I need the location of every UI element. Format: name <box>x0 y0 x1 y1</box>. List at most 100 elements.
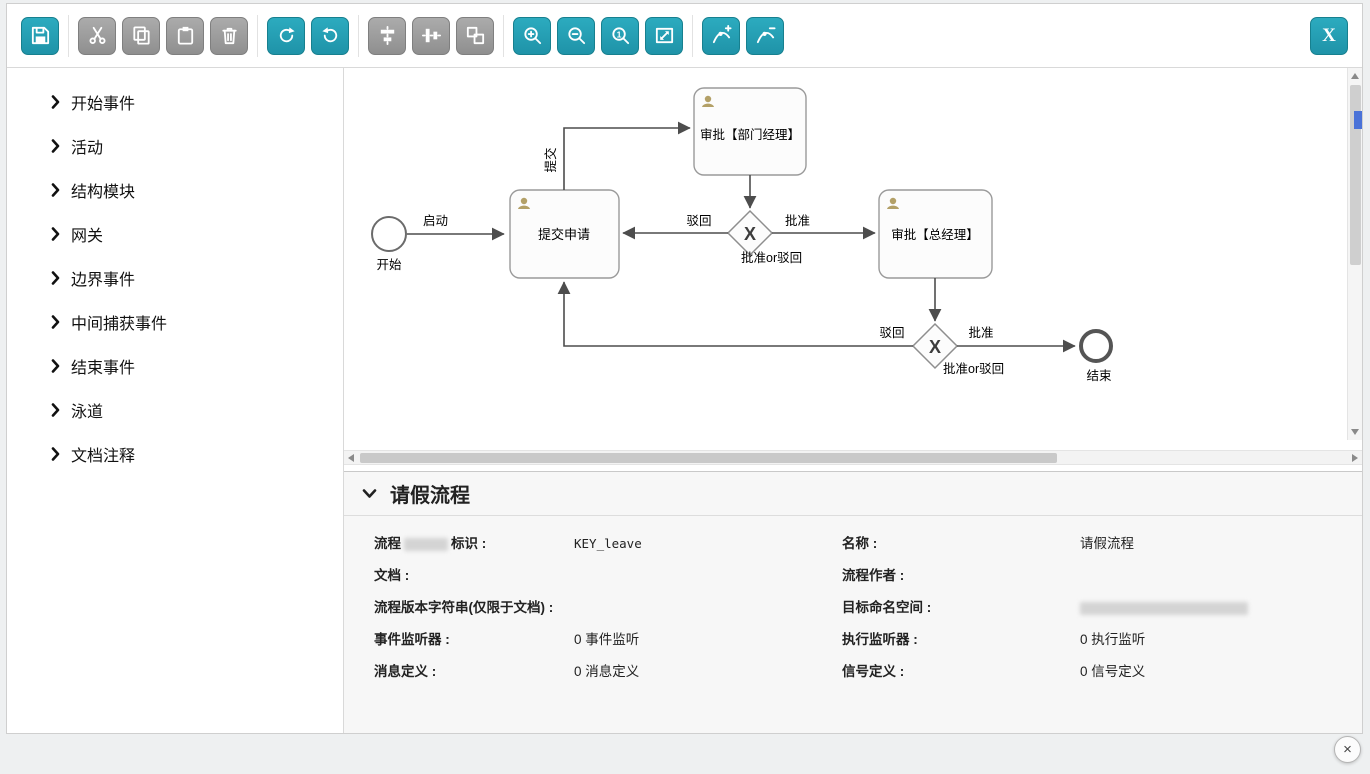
sidebar-item-structural[interactable]: 结构模块 <box>51 168 343 212</box>
undo-button[interactable] <box>311 16 349 55</box>
redacted-text <box>1080 601 1248 615</box>
vertical-scrollbar-thumb[interactable] <box>1350 85 1361 265</box>
sidebar-item-label: 边界事件 <box>71 272 136 289</box>
align-vertical-button[interactable] <box>368 16 406 55</box>
field-value[interactable] <box>1080 598 1248 617</box>
properties-column-left: 流程标识 : KEY_leave 文档 : 流程版本字符串(仅限于文档) : 事… <box>374 534 842 694</box>
toolbar-group-align <box>368 16 494 55</box>
field-label: 目标命名空间 : <box>842 600 932 615</box>
sidebar-item-intermediate-catching-events[interactable]: 中间捕获事件 <box>51 300 343 344</box>
same-size-icon <box>466 26 484 45</box>
zoom-out-icon <box>567 27 585 45</box>
sidebar-item-gateways[interactable]: 网关 <box>51 212 343 256</box>
align-vertical-icon <box>380 25 394 46</box>
flow-approve1[interactable]: 批准 <box>772 213 876 240</box>
field-value[interactable]: 0 信号定义 <box>1080 664 1146 679</box>
horizontal-scrollbar-thumb[interactable] <box>360 453 1057 463</box>
field-label: 文档 : <box>374 568 410 583</box>
toolbar-group-bendpoint <box>702 16 784 55</box>
paste-icon <box>177 26 193 45</box>
field-event-listeners: 事件监听器 : 0 事件监听 <box>374 630 842 649</box>
remove-bendpoint-button[interactable] <box>746 16 784 55</box>
field-label: 事件监听器 : <box>374 632 450 647</box>
toolbar-separator <box>257 14 258 57</box>
close-page-button[interactable]: × <box>1334 736 1361 763</box>
flow-launch[interactable]: 启动 <box>407 214 505 241</box>
undo-icon <box>321 27 337 43</box>
toolbar-group-history <box>267 16 349 55</box>
horizontal-scrollbar[interactable] <box>344 450 1362 465</box>
close-icon: × <box>1343 741 1352 758</box>
gateway1-label: 批准or驳回 <box>741 250 802 265</box>
field-value[interactable]: 0 事件监听 <box>574 632 640 647</box>
field-value[interactable]: KEY_leave <box>574 536 642 551</box>
scroll-down-icon[interactable] <box>1351 429 1359 435</box>
chevron-right-icon <box>51 183 60 197</box>
sidebar-item-annotation[interactable]: 文档注释 <box>51 432 343 476</box>
field-target-namespace: 目标命名空间 : <box>842 598 1342 617</box>
gateway2-label: 批准or驳回 <box>943 361 1004 376</box>
chevron-right-icon <box>51 315 60 329</box>
delete-button[interactable] <box>210 16 248 55</box>
field-label: 信号定义 : <box>842 664 905 679</box>
zoom-out-button[interactable] <box>557 16 595 55</box>
align-horizontal-button[interactable] <box>412 16 450 55</box>
paste-button[interactable] <box>166 16 204 55</box>
flow-submit-label: 提交 <box>543 147 558 172</box>
xor-gateway-icon: X <box>929 337 941 357</box>
close-editor-button[interactable]: X <box>1310 16 1348 55</box>
scroll-right-icon[interactable] <box>1352 454 1358 462</box>
add-bendpoint-button[interactable] <box>702 16 740 55</box>
toolbar-separator <box>68 14 69 57</box>
zoom-actual-icon: 1 <box>611 27 629 45</box>
flow-submit[interactable]: 提交 <box>543 121 691 190</box>
task-submit-label: 提交申请 <box>538 227 590 242</box>
redo-button[interactable] <box>267 16 305 55</box>
save-icon <box>31 26 49 45</box>
zoom-actual-button[interactable]: 1 <box>601 16 639 55</box>
sidebar-item-end-events[interactable]: 结束事件 <box>51 344 343 388</box>
field-message-definitions: 消息定义 : 0 消息定义 <box>374 662 842 681</box>
field-value[interactable]: 请假流程 <box>1080 536 1134 551</box>
field-value[interactable]: 0 执行监听 <box>1080 632 1146 647</box>
toolbar-separator <box>358 14 359 57</box>
exclusive-gateway-1[interactable]: X 批准or驳回 <box>726 209 802 265</box>
task-submit-node[interactable]: 提交申请 <box>509 189 620 279</box>
field-version-string: 流程版本字符串(仅限于文档) : <box>374 598 842 617</box>
sidebar-item-start-events[interactable]: 开始事件 <box>51 80 343 124</box>
field-process-key: 流程标识 : KEY_leave <box>374 534 842 553</box>
field-name: 名称 : 请假流程 <box>842 534 1342 553</box>
xor-gateway-icon: X <box>744 224 756 244</box>
add-bendpoint-icon <box>712 25 732 44</box>
vertical-scrollbar[interactable] <box>1347 68 1362 440</box>
zoom-fit-button[interactable] <box>645 16 683 55</box>
properties-header[interactable]: 请假流程 <box>344 472 1362 516</box>
field-value[interactable]: 0 消息定义 <box>574 664 640 679</box>
align-horizontal-icon <box>421 28 441 43</box>
scroll-up-icon[interactable] <box>1351 73 1359 79</box>
task-dept-manager-node[interactable]: 审批【部门经理】 <box>693 87 807 176</box>
exclusive-gateway-2[interactable]: X 批准or驳回 <box>911 322 1004 376</box>
save-button[interactable] <box>21 16 59 55</box>
chevron-right-icon <box>51 359 60 373</box>
cut-button[interactable] <box>78 16 116 55</box>
flow-reject2[interactable]: 驳回 <box>557 281 913 347</box>
same-size-button[interactable] <box>456 16 494 55</box>
remove-bendpoint-icon <box>756 27 776 44</box>
sidebar-item-boundary-events[interactable]: 边界事件 <box>51 256 343 300</box>
sidebar-item-label: 网关 <box>71 228 104 245</box>
start-event-node[interactable]: 开始 <box>371 216 407 272</box>
copy-button[interactable] <box>122 16 160 55</box>
sidebar-item-activities[interactable]: 活动 <box>51 124 343 168</box>
flow-approve1-label: 批准 <box>785 213 810 228</box>
field-documentation: 文档 : <box>374 566 842 585</box>
scroll-left-icon[interactable] <box>348 454 354 462</box>
task-general-manager-node[interactable]: 审批【总经理】 <box>878 189 993 279</box>
zoom-in-button[interactable] <box>513 16 551 55</box>
diagram-canvas[interactable]: 开始 启动 提交申请 <box>344 68 1362 440</box>
flow-reject1[interactable]: 驳回 <box>622 214 728 240</box>
sidebar-item-label: 活动 <box>71 140 104 157</box>
sidebar-item-swimlanes[interactable]: 泳道 <box>51 388 343 432</box>
flow-approve2[interactable]: 批准 <box>957 325 1076 353</box>
end-event-node[interactable]: 结束 <box>1079 329 1113 383</box>
